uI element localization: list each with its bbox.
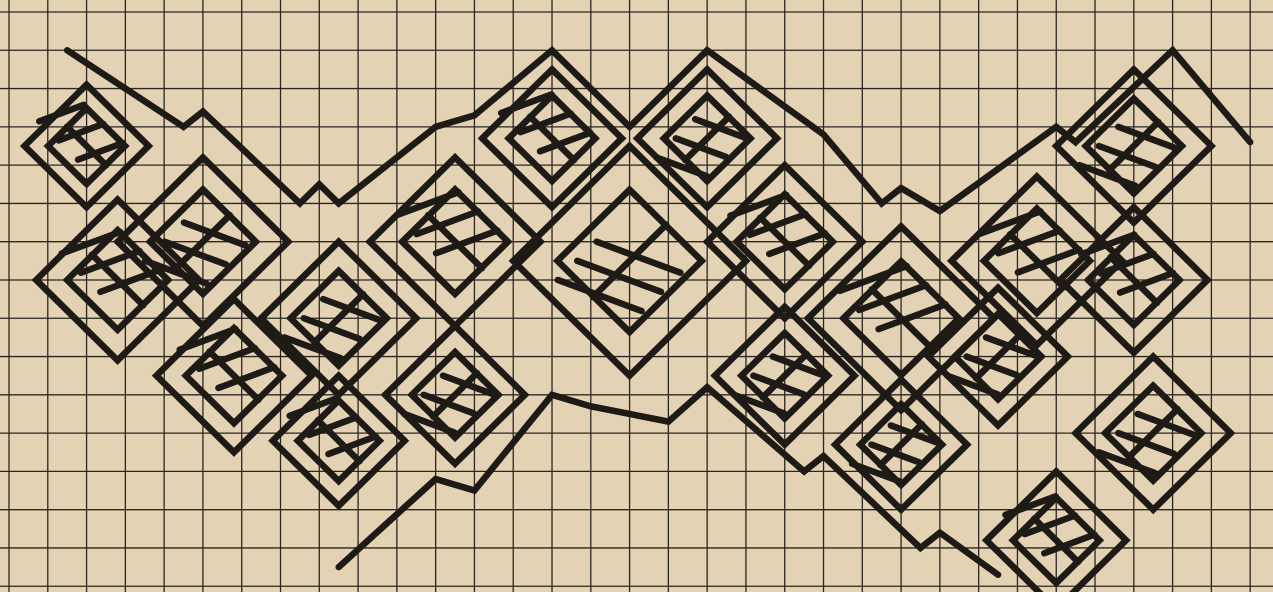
pattern-canvas (0, 0, 1273, 592)
graph-paper-page (0, 0, 1273, 592)
